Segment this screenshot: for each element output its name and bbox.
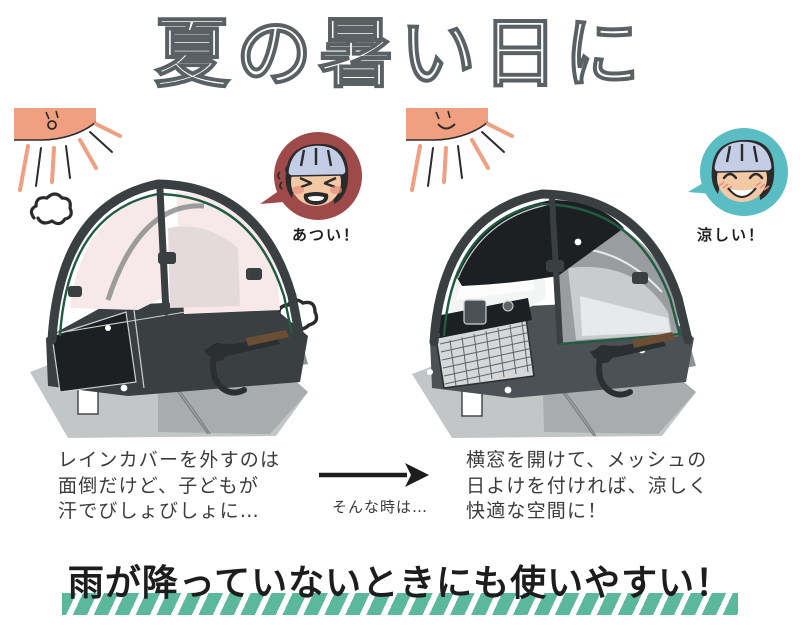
- speech-bubble-hot: [260, 132, 362, 220]
- transition-label: そんな時は…: [331, 498, 428, 516]
- illustration-closed-cover: [8, 100, 398, 440]
- banner-stripe-highlight: [62, 593, 738, 615]
- heat-puff-icon: [29, 192, 73, 226]
- caption-left: レインカバーを外すのは 面倒だけど、子どもが 汗でびしょびしょに…: [58, 449, 281, 522]
- caption-right: 横窓を開けて、メッシュの 日よけを付ければ、涼しく 快適な空間に！: [466, 449, 709, 522]
- bottom-banner: 雨が降っていないときにも使いやすい！: [0, 560, 800, 622]
- page-title: 夏の暑い日に: [153, 8, 646, 99]
- speech-bubble-cool: [688, 128, 788, 216]
- banner-text: 雨が降っていないときにも使いやすい！: [67, 563, 733, 604]
- bubble-label-cool: 涼しい！: [697, 226, 766, 244]
- bubble-label-hot: あつい！: [292, 226, 361, 244]
- arrow-right-icon: [319, 463, 429, 487]
- illustration-open-cover: [400, 100, 790, 440]
- sun-icon-sad: [14, 108, 122, 192]
- sun-icon-smiling: [406, 108, 514, 192]
- transition-group: そんな時は…: [315, 458, 445, 517]
